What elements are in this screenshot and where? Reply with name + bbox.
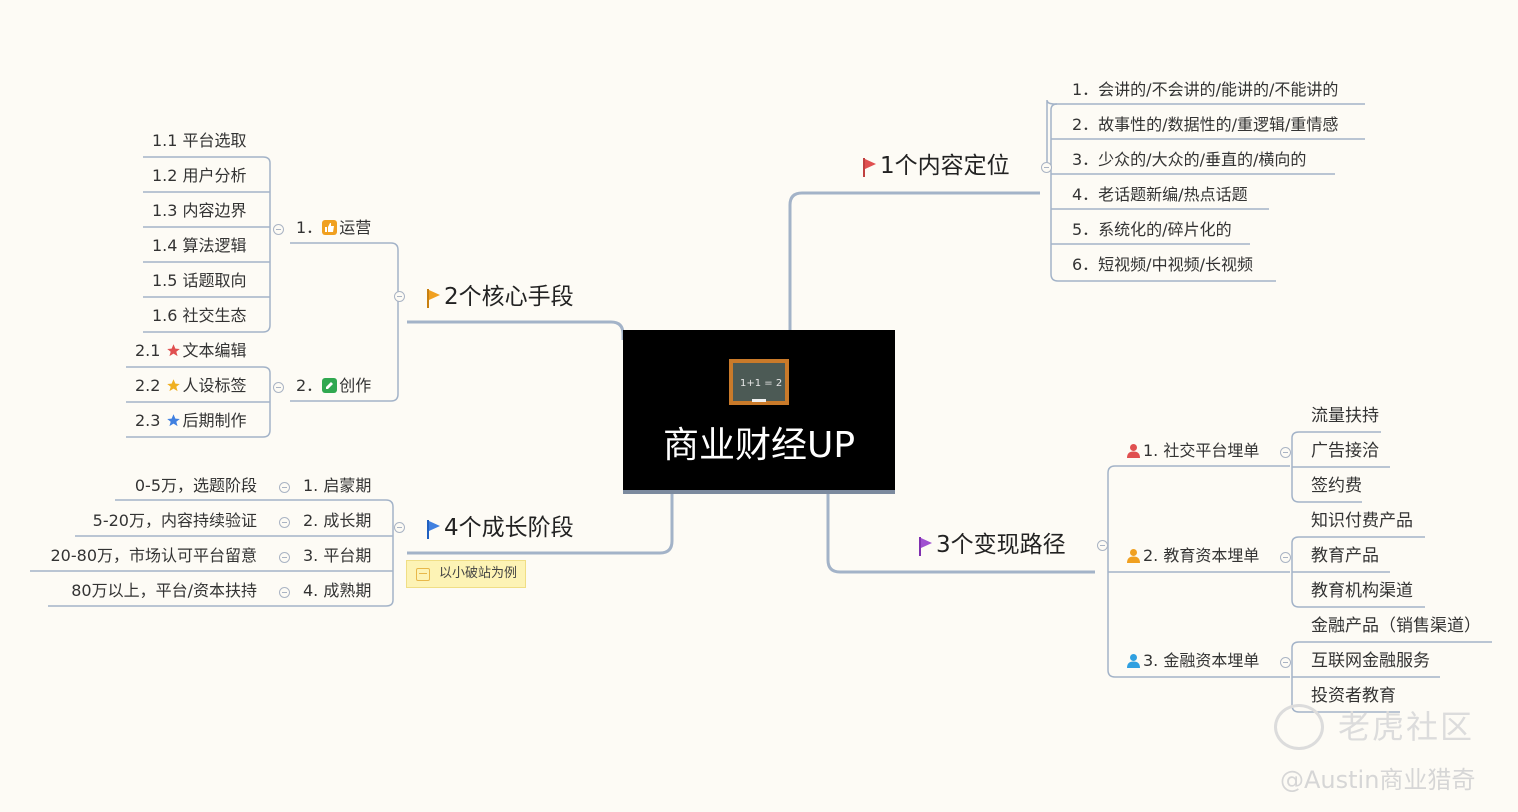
svg-text:1+1 = 2: 1+1 = 2 (740, 378, 782, 389)
monetization-item[interactable]: 金融产品（销售渠道） (1311, 616, 1481, 636)
branch-4-title[interactable]: 4个成长阶段 (426, 513, 574, 543)
operation-item[interactable]: 1.4 算法逻辑 (152, 236, 247, 255)
collapse-toggle[interactable] (1280, 447, 1291, 458)
thumbs-up-icon (322, 220, 338, 235)
collapse-toggle[interactable] (273, 224, 284, 235)
collapse-toggle[interactable] (279, 552, 290, 563)
collapse-toggle[interactable] (279, 482, 290, 493)
stage-label[interactable]: 1. 启蒙期 (303, 476, 372, 495)
watermark-brand: 老虎社区 (1338, 708, 1475, 746)
operation-item[interactable]: 1.6 社交生态 (152, 306, 247, 325)
chalkboard-icon: 1+1 = 2 (729, 359, 789, 405)
monetization-item[interactable]: 流量扶持 (1311, 406, 1379, 426)
person-red-icon (1127, 444, 1140, 458)
operation-item[interactable]: 1.1 平台选取 (152, 131, 247, 150)
collapse-toggle[interactable] (279, 587, 290, 598)
operation-item[interactable]: 1.3 内容边界 (152, 201, 247, 220)
stage-label[interactable]: 3. 平台期 (303, 546, 372, 565)
branch-1-title[interactable]: 1个内容定位 (862, 151, 1010, 181)
creation-item[interactable]: 2.2 人设标签 (135, 376, 247, 395)
person-orange-icon (1127, 549, 1140, 563)
red-flag-icon (863, 157, 876, 177)
stage-detail[interactable]: 80万以上，平台/资本扶持 (71, 581, 257, 600)
branch-2-sub-creation[interactable]: 2．创作 (296, 376, 372, 395)
collapse-toggle[interactable] (273, 382, 284, 393)
purple-flag-icon (919, 536, 932, 556)
branch-1-item[interactable]: 2．故事性的/数据性的/重逻辑/重情感 (1072, 115, 1339, 134)
central-topic[interactable]: 1+1 = 2 商业财经UP (623, 330, 895, 494)
collapse-toggle[interactable] (1280, 657, 1291, 668)
note-callout[interactable]: 以小破站为例 (406, 560, 526, 588)
person-blue-icon (1127, 654, 1140, 668)
star-red-icon (166, 344, 180, 357)
monetization-item[interactable]: 互联网金融服务 (1311, 651, 1430, 671)
stage-label[interactable]: 2. 成长期 (303, 511, 372, 530)
watermark-author: @Austin商业猎奇 (1280, 766, 1476, 794)
stage-detail[interactable]: 20-80万，市场认可平台留意 (50, 546, 258, 565)
monetization-item[interactable]: 广告接洽 (1311, 441, 1379, 461)
monetization-sub[interactable]: 2. 教育资本埋单 (1126, 546, 1259, 566)
collapse-toggle[interactable] (279, 517, 290, 528)
monetization-item[interactable]: 教育产品 (1311, 546, 1379, 566)
branch-2-title[interactable]: 2个核心手段 (426, 282, 574, 312)
central-topic-title: 商业财经UP (662, 425, 856, 466)
branch-2-sub-operation[interactable]: 1．运营 (296, 218, 372, 237)
star-yellow-icon (166, 379, 180, 392)
branch-1-item[interactable]: 5．系统化的/碎片化的 (1072, 220, 1232, 239)
branch-1-item[interactable]: 1．会讲的/不会讲的/能讲的/不能讲的 (1072, 80, 1339, 99)
monetization-item[interactable]: 投资者教育 (1311, 686, 1396, 706)
monetization-item[interactable]: 教育机构渠道 (1311, 581, 1413, 601)
operation-item[interactable]: 1.5 话题取向 (152, 271, 247, 290)
creation-item[interactable]: 2.3 后期制作 (135, 411, 247, 430)
creation-item[interactable]: 2.1 文本编辑 (135, 341, 247, 360)
stage-detail[interactable]: 5-20万，内容持续验证 (92, 511, 257, 530)
collapse-toggle[interactable] (1280, 552, 1291, 563)
orange-flag-icon (427, 288, 440, 308)
collapse-toggle[interactable] (1041, 162, 1052, 173)
branch-1-item[interactable]: 3．少众的/大众的/垂直的/横向的 (1072, 150, 1307, 169)
operation-item[interactable]: 1.2 用户分析 (152, 166, 247, 185)
pencil-icon (322, 378, 338, 393)
star-blue-icon (166, 414, 180, 427)
collapse-toggle[interactable] (394, 291, 405, 302)
blue-flag-icon (427, 519, 440, 539)
branch-1-item[interactable]: 6．短视频/中视频/长视频 (1072, 255, 1253, 274)
monetization-sub[interactable]: 3. 金融资本埋单 (1126, 651, 1259, 671)
collapse-toggle[interactable] (394, 522, 405, 533)
branch-1-item[interactable]: 4．老话题新编/热点话题 (1072, 185, 1248, 204)
monetization-item[interactable]: 签约费 (1311, 476, 1362, 496)
stage-label[interactable]: 4. 成熟期 (303, 581, 372, 600)
monetization-item[interactable]: 知识付费产品 (1311, 511, 1413, 531)
branch-3-title[interactable]: 3个变现路径 (918, 530, 1066, 560)
note-icon (416, 568, 430, 581)
collapse-toggle[interactable] (1097, 540, 1108, 551)
monetization-sub[interactable]: 1. 社交平台埋单 (1126, 441, 1259, 461)
stage-detail[interactable]: 0-5万，选题阶段 (134, 476, 257, 495)
watermark-logo-icon (1274, 704, 1324, 750)
